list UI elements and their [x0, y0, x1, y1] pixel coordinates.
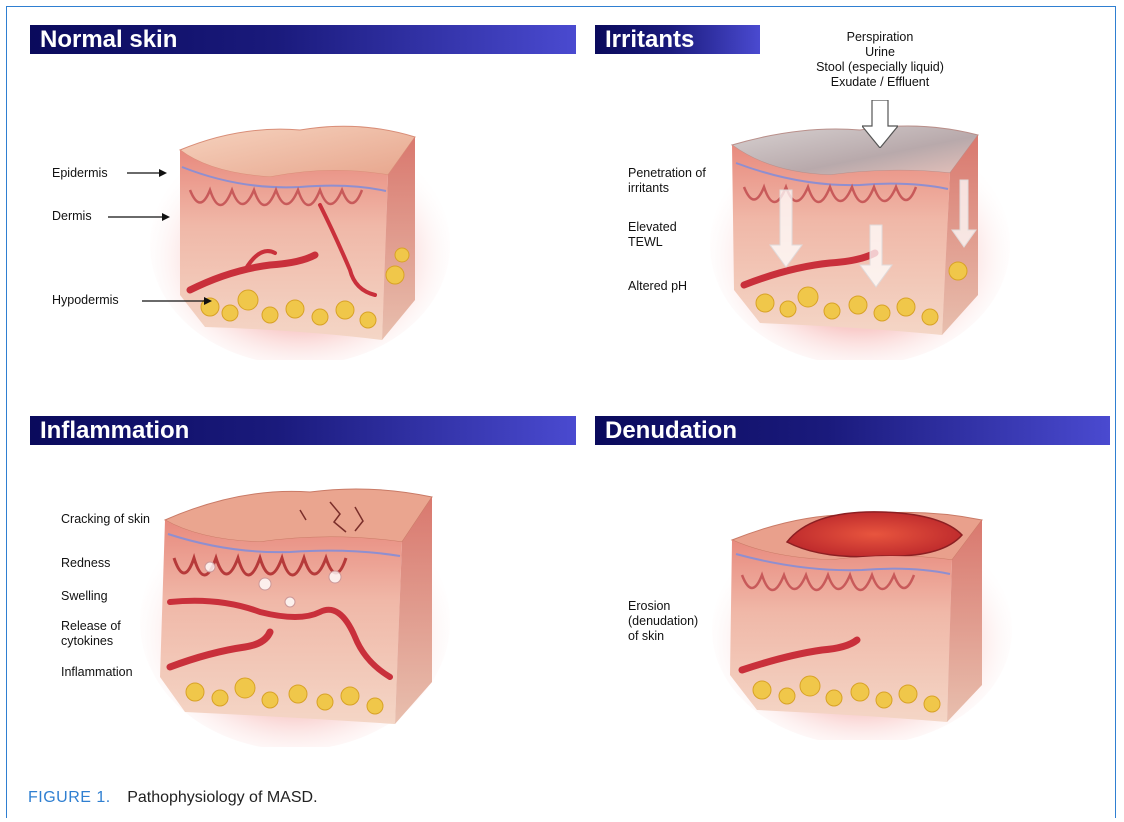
denudation-illustration: [712, 490, 1012, 740]
label-arrow: [127, 168, 167, 178]
figure-caption-text: Pathophysiology of MASD.: [127, 789, 317, 806]
inflammation-illustration: [140, 462, 450, 747]
irritant-source: Exudate / Effluent: [760, 75, 1000, 90]
label-erosion: Erosion (denudation) of skin: [628, 599, 703, 644]
label-penetration: Penetration of irritants: [628, 166, 708, 196]
label-altered-ph: Altered pH: [628, 279, 687, 294]
panel-title-irritants: Irritants: [595, 25, 760, 54]
normal-skin-illustration: [150, 95, 450, 360]
irritant-source: Perspiration: [760, 30, 1000, 45]
label-inflammation: Inflammation: [61, 665, 133, 680]
label-arrow: [142, 296, 212, 306]
irritant-arrow-icon: [862, 100, 898, 148]
label-redness: Redness: [61, 556, 110, 571]
label-dermis: Dermis: [52, 209, 92, 224]
figure-caption: FIGURE 1. Pathophysiology of MASD.: [28, 789, 318, 807]
label-swelling: Swelling: [61, 589, 108, 604]
irritant-sources: Perspiration Urine Stool (especially liq…: [760, 30, 1000, 90]
label-cracking: Cracking of skin: [61, 512, 151, 527]
label-elevated-tewl: Elevated TEWL: [628, 220, 698, 250]
panel-title-normal-skin: Normal skin: [30, 25, 576, 54]
irritant-source: Stool (especially liquid): [760, 60, 1000, 75]
irritants-illustration: [710, 95, 1010, 360]
figure-number: FIGURE 1.: [28, 789, 111, 806]
label-penetration-text: Penetration of irritants: [628, 166, 708, 196]
panel-title-inflammation: Inflammation: [30, 416, 576, 445]
label-cytokines: Release of cytokines: [61, 619, 141, 649]
irritant-source: Urine: [760, 45, 1000, 60]
panel-title-denudation: Denudation: [595, 416, 1110, 445]
label-hypodermis: Hypodermis: [52, 293, 119, 308]
label-arrow: [108, 212, 170, 222]
label-epidermis: Epidermis: [52, 166, 108, 181]
